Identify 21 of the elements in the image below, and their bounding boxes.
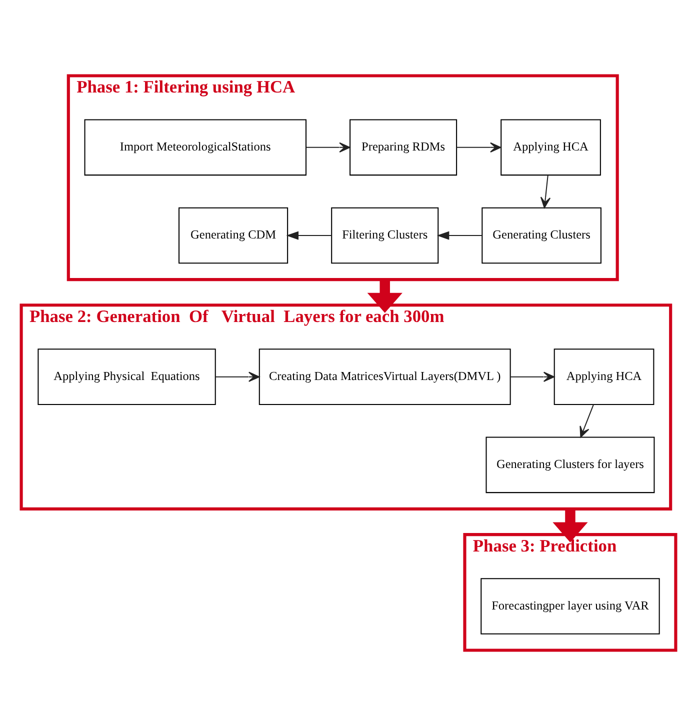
arrow	[456, 142, 501, 153]
node-box: Applying HCA	[500, 119, 600, 176]
arrow	[306, 142, 350, 153]
node-box: Preparing RDMs	[349, 119, 457, 176]
arrow	[214, 372, 260, 382]
arrow	[436, 231, 482, 240]
arrow	[286, 231, 331, 240]
arrow	[579, 404, 594, 438]
arrow	[510, 372, 554, 382]
node-box: Creating Data MatricesVirtual Layers(DMVL )	[258, 348, 510, 405]
node-box: Generating CDM	[178, 207, 288, 264]
node-box: Import MeteorologicalStations	[84, 119, 306, 176]
node-box: Applying HCA	[553, 348, 654, 405]
arrow	[366, 280, 402, 313]
arrow	[540, 175, 550, 208]
node-box: Forecastingper layer using VAR	[480, 578, 660, 634]
node-box: Applying Physical Equations	[37, 348, 216, 405]
node-box: Generating Clusters for layers	[485, 436, 654, 494]
node-box: Filtering Clusters	[330, 207, 438, 264]
arrow	[552, 508, 588, 542]
node-box: Generating Clusters	[481, 207, 601, 264]
